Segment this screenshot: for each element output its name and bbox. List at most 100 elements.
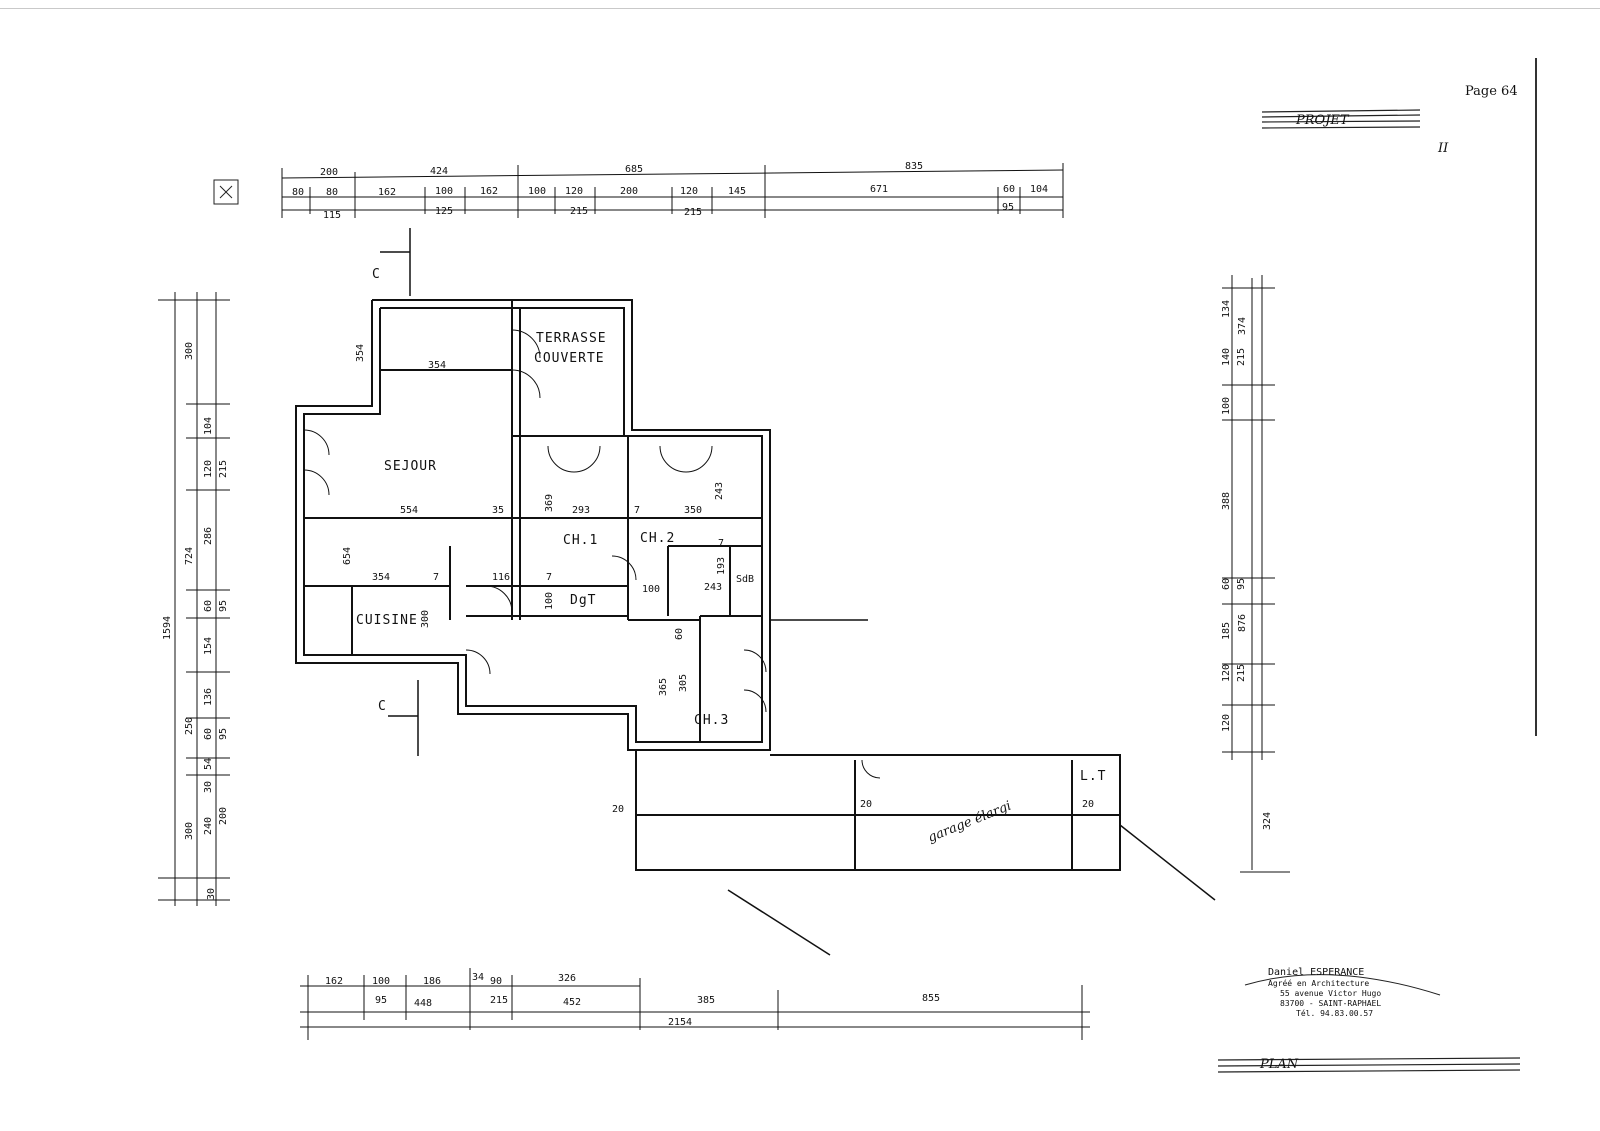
title-block: PROJET II	[1261, 109, 1449, 156]
dim-label: 365	[658, 678, 669, 696]
garage-note: garage élargi	[926, 799, 1014, 846]
room-ch2-label: CH.2	[640, 531, 675, 546]
footer-block: PLAN	[1217, 1057, 1521, 1073]
dim-label: 200	[620, 186, 638, 197]
dim-label: 30	[203, 781, 214, 793]
left-dimension-labels: 1594 300 724 250 300 30 104 120 215 286 …	[162, 342, 229, 900]
dim-label: 876	[1237, 614, 1248, 632]
dim-label: 448	[414, 998, 432, 1009]
dim-label: 354	[428, 360, 446, 371]
dim-label: 54	[203, 758, 214, 770]
architect-line4: 83700 - SAINT-RAPHAEL	[1280, 999, 1381, 1008]
dim-label: 7	[546, 572, 552, 583]
dim-label: 95	[218, 600, 229, 612]
top-dimension-labels: 200 424 685 835 80 80 162 100 162 100 12…	[292, 161, 1048, 221]
dim-label: 95	[1002, 202, 1014, 213]
dim-label: 136	[203, 688, 214, 706]
dim-label: 20	[860, 799, 872, 810]
dim-label: 115	[323, 210, 341, 221]
dim-label: 354	[372, 572, 390, 583]
dim-label: 30	[206, 888, 217, 900]
dim-label: 60	[1003, 184, 1015, 195]
right-margin-line	[1535, 58, 1537, 736]
page-number: Page 64	[1465, 84, 1518, 99]
top-scan-edge	[0, 8, 1600, 9]
dim-label: 95	[1236, 578, 1247, 590]
dim-label: 215	[490, 995, 508, 1006]
dim-label: 424	[430, 166, 448, 177]
dim-label: 100	[544, 592, 555, 610]
dim-label: 90	[490, 976, 502, 987]
dim-label: 369	[544, 494, 555, 512]
dim-label: 140	[1221, 348, 1232, 366]
dim-label: 186	[423, 976, 441, 987]
dim-label: 354	[355, 344, 366, 362]
walls	[295, 299, 1121, 871]
dim-label: 120	[565, 186, 583, 197]
room-lt-label: L.T	[1080, 769, 1106, 784]
title-scribble: PROJET	[1295, 113, 1350, 128]
architect-line5: Tél. 94.83.00.57	[1296, 1008, 1373, 1018]
dim-label: 104	[1030, 184, 1048, 195]
dim-label: 60	[674, 628, 685, 640]
footer-scribble: PLAN	[1259, 1057, 1299, 1072]
dim-label: 215	[1236, 664, 1247, 682]
dim-label: 154	[203, 637, 214, 655]
dim-label: 120	[1221, 664, 1232, 682]
dim-label: 724	[184, 547, 195, 565]
dim-label: 100	[435, 186, 453, 197]
dim-label: 324	[1262, 812, 1273, 830]
dim-label: 286	[203, 527, 214, 545]
dim-label: 654	[342, 547, 353, 565]
dim-label: 60	[203, 728, 214, 740]
dim-label: 60	[1221, 578, 1232, 590]
dim-label: 215	[1236, 348, 1247, 366]
dim-label: 7	[433, 572, 439, 583]
room-sdb-label: SdB	[736, 574, 754, 585]
dim-label: 100	[528, 186, 546, 197]
section-marker-bottom: C	[378, 699, 387, 714]
dim-label: 215	[570, 206, 588, 217]
dim-label: 855	[922, 993, 940, 1004]
bottom-dimension-labels: 162 100 186 34 90 326 95 448 215 452 385…	[325, 972, 940, 1028]
section-markers	[380, 228, 1216, 956]
dim-label: 35	[492, 505, 504, 516]
dim-label: 200	[218, 807, 229, 825]
room-cuisine-label: CUISINE	[356, 613, 418, 628]
architect-stamp: Daniel ESPERANCE Agréé en Architecture 5…	[1244, 967, 1441, 1018]
dim-label: 60	[203, 600, 214, 612]
dim-label: 215	[684, 207, 702, 218]
left-dimension-chain	[158, 292, 230, 906]
room-ch1-label: CH.1	[563, 533, 598, 548]
dim-label: 374	[1237, 317, 1248, 335]
dim-label: 215	[218, 460, 229, 478]
dim-label: 34	[472, 972, 484, 983]
dim-label: 162	[480, 186, 498, 197]
room-dgt-label: DgT	[570, 593, 596, 608]
dim-label: 104	[203, 417, 214, 435]
dim-label: 20	[1082, 799, 1094, 810]
dim-label: 100	[1221, 397, 1232, 415]
dim-label: 1594	[162, 616, 173, 640]
dim-label: 185	[1221, 622, 1232, 640]
room-ch3-label: CH.3	[694, 713, 729, 728]
architect-line2: Agréé en Architecture	[1268, 978, 1369, 988]
dim-label: 300	[184, 822, 195, 840]
dim-label: 134	[1221, 300, 1232, 318]
architect-name: Daniel ESPERANCE	[1268, 967, 1364, 978]
dim-label: 326	[558, 973, 576, 984]
dim-label: 388	[1221, 492, 1232, 510]
dim-label: 2154	[668, 1017, 692, 1028]
dim-label: 350	[684, 505, 702, 516]
bottom-dimension-chain	[300, 968, 1090, 1040]
dim-label: 80	[326, 187, 338, 198]
dim-label: 80	[292, 187, 304, 198]
dim-label: 162	[378, 187, 396, 198]
right-dimension-chain	[1222, 275, 1290, 873]
section-marker-top: C	[372, 267, 381, 282]
dim-label: 95	[218, 728, 229, 740]
top-dimension-chain	[281, 163, 1064, 218]
dim-label: 835	[905, 161, 923, 172]
